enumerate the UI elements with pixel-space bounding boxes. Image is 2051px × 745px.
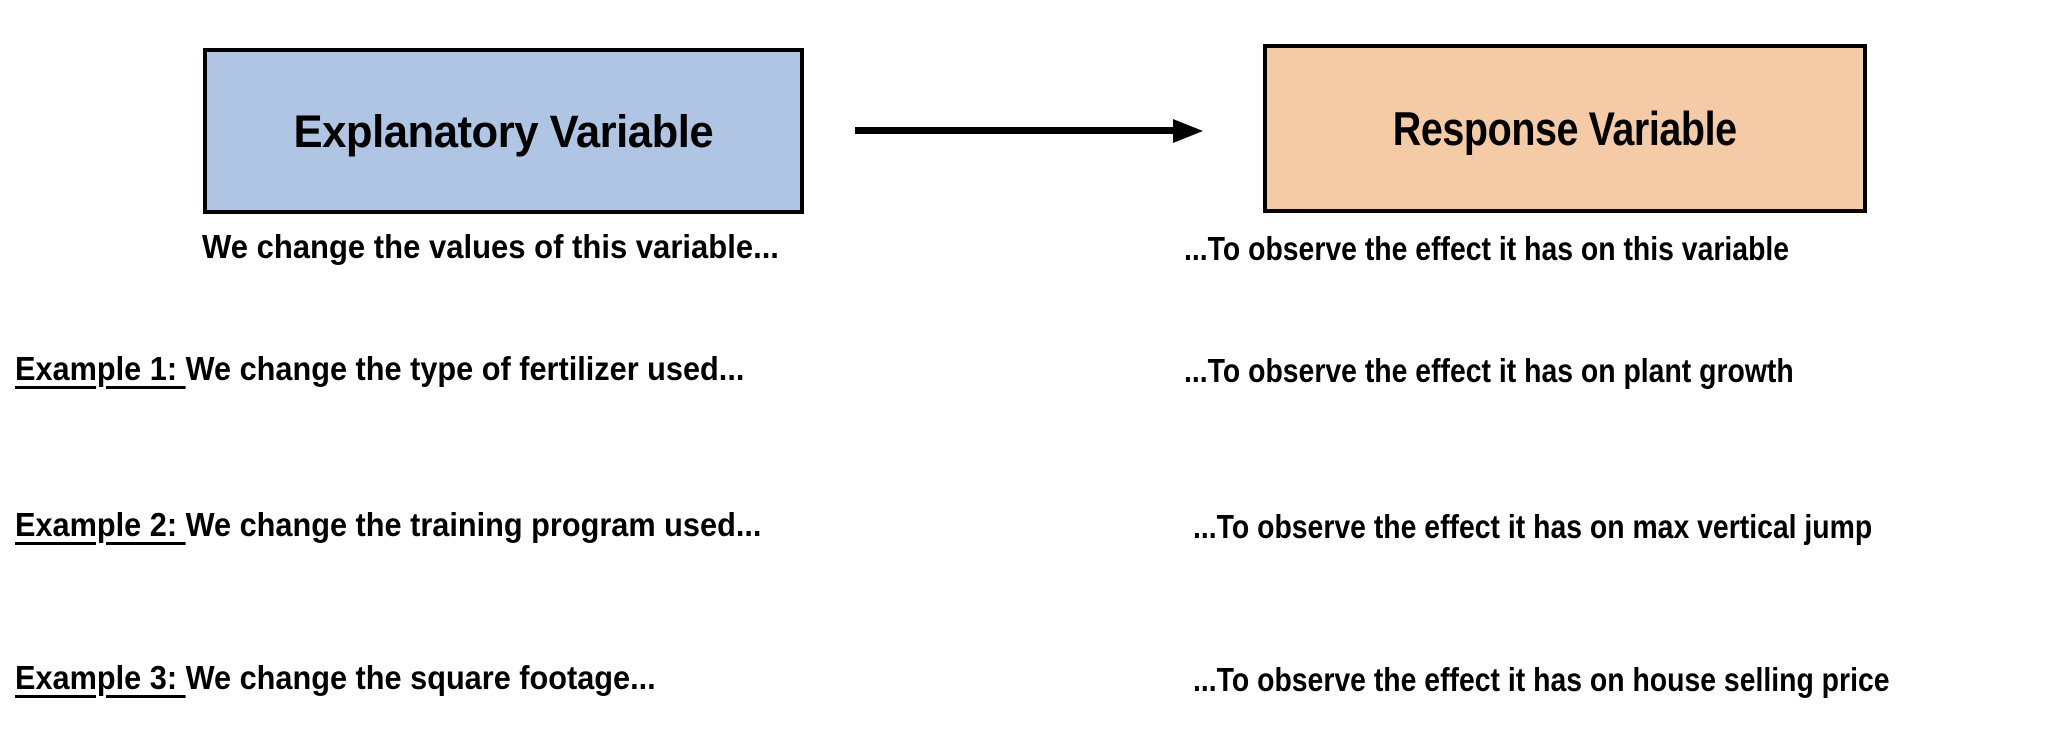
example-3-tag: Example 3: [15,659,186,696]
example-3-effect: ...To observe the effect it has on house… [1193,661,1890,698]
example-1-cause-text: We change the type of fertilizer used... [185,350,745,387]
right-arrow-icon [855,108,1205,156]
example-2-tag: Example 2: [15,506,186,543]
example-3-cause: Example 3: We change the square footage.… [15,661,656,694]
right-arrow-svg [855,119,1203,143]
explanatory-caption: We change the values of this variable... [202,228,779,265]
example-row: Example 2: We change the training progra… [0,508,2051,554]
example-2-cause: Example 2: We change the training progra… [15,508,761,541]
example-2-effect: ...To observe the effect it has on max v… [1193,508,1873,545]
example-row: Example 1: We change the type of fertili… [0,352,2051,398]
example-1-tag: Example 1: [15,350,186,387]
example-1-cause: Example 1: We change the type of fertili… [15,352,744,385]
explanatory-variable-label: Explanatory Variable [293,105,714,157]
example-3-cause-text: We change the square footage... [185,659,656,696]
response-variable-label: Response Variable [1393,102,1737,155]
response-caption: ...To observe the effect it has on this … [1184,230,1790,267]
response-variable-box: Response Variable [1263,44,1867,213]
example-2-cause-text: We change the training program used... [185,506,762,543]
explanatory-variable-box: Explanatory Variable [203,48,804,214]
example-row: Example 3: We change the square footage.… [0,661,2051,707]
example-1-effect: ...To observe the effect it has on plant… [1184,352,1794,389]
